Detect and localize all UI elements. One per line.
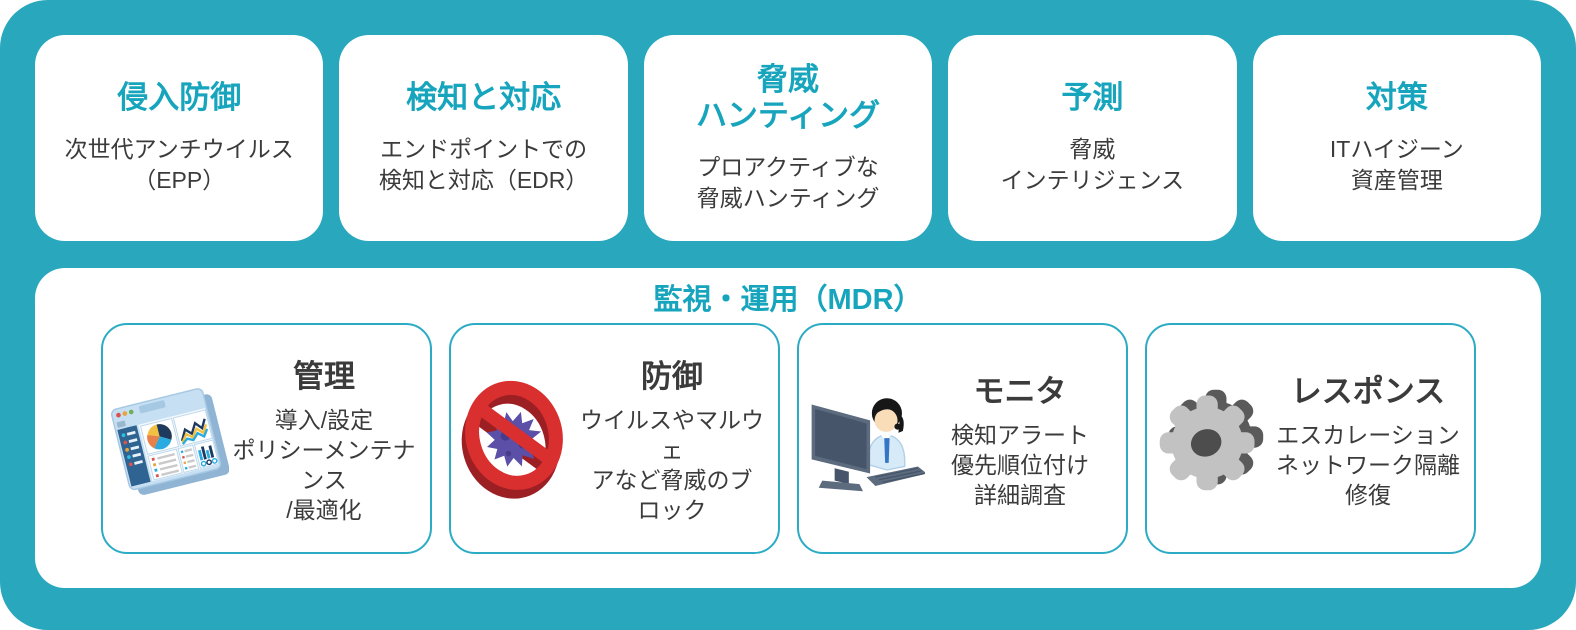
mdr-panel: 監視・運用（MDR）	[35, 268, 1541, 588]
card-prediction: 予測 脅威 インテリジェンス	[948, 35, 1237, 241]
top-card-row: 侵入防御 次世代アンチウイルス （EPP） 検知と対応 エンドポイントでの 検知…	[35, 35, 1542, 241]
mdr-card-text: レスポンス エスカレーション ネットワーク隔離 修復	[1273, 366, 1468, 511]
mdr-card-body: ウイルスやマルウェ アなど脅威のブ ロック	[580, 407, 764, 523]
mdr-card-text: モニタ 検知アラート 優先順位付け 詳細調査	[925, 366, 1120, 511]
card-detection-response: 検知と対応 エンドポイントでの 検知と対応（EDR）	[339, 35, 628, 241]
dashboard-icon	[105, 377, 229, 501]
card-title: 予測	[1061, 80, 1124, 116]
mdr-card-text: 管理 導入/設定 ポリシーメンテナンス /最適化	[229, 351, 424, 526]
mdr-card-management: 管理 導入/設定 ポリシーメンテナンス /最適化	[100, 323, 432, 554]
gear-icon	[1149, 377, 1273, 501]
mdr-card-defense: 防御 ウイルスやマルウェ アなど脅威のブ ロック	[448, 323, 780, 554]
card-title: 検知と対応	[406, 80, 562, 116]
card-body: プロアクティブな 脅威ハンティング	[696, 153, 880, 211]
virus-block-icon	[453, 377, 577, 501]
mdr-card-title: レスポンス	[1290, 374, 1446, 410]
card-body: 次世代アンチウイルス （EPP）	[64, 135, 294, 193]
card-body: ITハイジーン 資産管理	[1329, 135, 1464, 193]
card-body: 脅威 インテリジェンス	[1000, 135, 1185, 193]
mdr-card-title: モニタ	[973, 374, 1067, 410]
mdr-card-body: 検知アラート 優先順位付け 詳細調査	[951, 422, 1089, 508]
mdr-card-title: 防御	[641, 359, 703, 395]
card-title: 対策	[1365, 80, 1428, 116]
mdr-card-title: 管理	[293, 359, 355, 395]
mdr-card-body: 導入/設定 ポリシーメンテナンス /最適化	[232, 407, 416, 523]
mdr-card-text: 防御 ウイルスやマルウェ アなど脅威のブ ロック	[577, 351, 772, 526]
card-title: 脅威 ハンティング	[695, 62, 881, 133]
card-title: 侵入防御	[117, 80, 242, 116]
analyst-icon	[801, 377, 925, 501]
mdr-card-response: レスポンス エスカレーション ネットワーク隔離 修復	[1144, 323, 1476, 554]
mdr-panel-title: 監視・運用（MDR）	[653, 284, 923, 316]
card-countermeasure: 対策 ITハイジーン 資産管理	[1252, 35, 1542, 241]
mdr-card-monitor: モニタ 検知アラート 優先順位付け 詳細調査	[796, 323, 1128, 554]
mdr-card-row: 管理 導入/設定 ポリシーメンテナンス /最適化	[35, 323, 1541, 554]
card-intrusion-prevention: 侵入防御 次世代アンチウイルス （EPP）	[35, 35, 324, 241]
card-body: エンドポイントでの 検知と対応（EDR）	[378, 135, 589, 193]
card-threat-hunting: 脅威 ハンティング プロアクティブな 脅威ハンティング	[643, 35, 933, 241]
mdr-card-body: エスカレーション ネットワーク隔離 修復	[1276, 422, 1460, 508]
